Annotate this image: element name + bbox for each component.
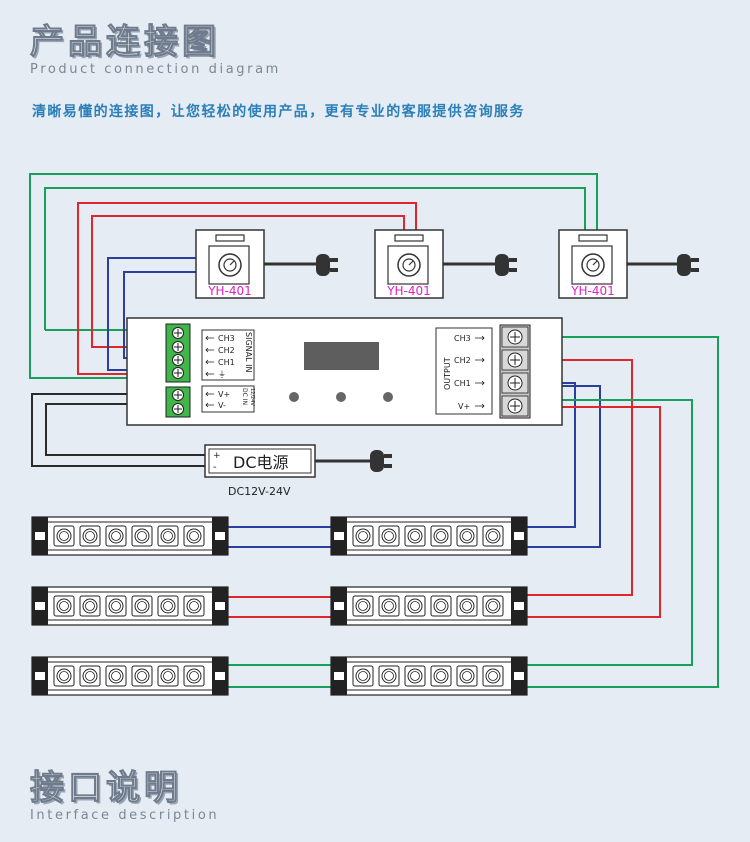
section-title-en: Interface description [30, 808, 220, 823]
led-strip-module [31, 516, 229, 556]
led-icon [352, 595, 374, 617]
display-screen [304, 342, 379, 370]
plug-icon [316, 254, 338, 276]
dc-in-label: DC IN [241, 388, 248, 405]
led-icon [157, 525, 179, 547]
led-icon [430, 525, 452, 547]
page-title-en: Product connection diagram [30, 62, 281, 77]
power-minus: - [213, 462, 217, 473]
led-icon [456, 595, 478, 617]
plug-icon [495, 254, 517, 276]
wire-out-red-1 [512, 359, 633, 596]
led-icon [105, 525, 127, 547]
output-pin-label: CH1 [454, 379, 471, 388]
footer-section: 接口说明 Interface description [29, 768, 220, 824]
led-icon [378, 525, 400, 547]
wire-out-green-1 [512, 336, 719, 688]
dimmer-label: YH-401 [570, 284, 615, 298]
led-icon [53, 595, 75, 617]
signal-pin-label: CH2 [218, 346, 235, 355]
output-terminal [499, 324, 531, 419]
wire-power-plus [31, 393, 205, 467]
plug-icon [370, 450, 392, 472]
dimmer-3: YH-401 [558, 229, 699, 299]
dimmer-2: YH-401 [374, 229, 517, 299]
plug-icon [677, 254, 699, 276]
led-icon [482, 525, 504, 547]
wire-green-dimmer3-ch3 [44, 187, 586, 330]
led-strip-module [31, 656, 229, 696]
led-strip-module [31, 586, 229, 626]
controller-button-1 [289, 392, 299, 402]
power-voltage: DC12V-24V [228, 485, 291, 498]
led-icon [157, 665, 179, 687]
led-icon [456, 665, 478, 687]
led-icon [105, 665, 127, 687]
led-icon [430, 595, 452, 617]
output-label: OUTPUT [443, 357, 452, 390]
led-icon [378, 665, 400, 687]
dimmer-1: YH-401 [195, 229, 338, 299]
controller-button-2 [336, 392, 346, 402]
led-icon [131, 595, 153, 617]
signal-pin-label: ⏚ [218, 370, 226, 379]
dc-in-sub: 12/24V [249, 388, 255, 406]
output-pin-label: CH2 [454, 356, 471, 365]
controller: CH3 CH2 CH1 ⏚ SIGNAL IN V+ V- DC IN 12/2… [126, 317, 563, 426]
led-icon [404, 595, 426, 617]
led-icon [378, 595, 400, 617]
dc-pin-label: V+ [218, 390, 230, 399]
controller-button-3 [383, 392, 393, 402]
led-icon [79, 525, 101, 547]
wire-red-dimmer2-gnd [77, 202, 417, 375]
led-icon [482, 665, 504, 687]
led-icon [157, 595, 179, 617]
led-icon [183, 665, 205, 687]
signal-pin-label: CH3 [218, 334, 235, 343]
section-title: 接口说明 [29, 768, 182, 809]
wire-red-dimmer2-ch2 [91, 215, 405, 348]
led-icon [183, 595, 205, 617]
page-subtitle: 清晰易懂的连接图，让您轻松的使用产品，更有专业的客服提供咨询服务 [32, 104, 525, 120]
led-icon [105, 595, 127, 617]
dc-pin-label: V- [218, 401, 226, 410]
wire-power-minus [45, 403, 205, 456]
led-strip-module [330, 516, 528, 556]
output-pin-label: CH3 [454, 334, 471, 343]
led-icon [352, 665, 374, 687]
led-icon [53, 665, 75, 687]
power-supply: + - DC电源 DC12V-24V [204, 444, 392, 498]
led-strip-module [330, 586, 528, 626]
led-icon [131, 665, 153, 687]
signal-pin-label: CH1 [218, 358, 235, 367]
dimmer-label: YH-401 [386, 284, 431, 298]
dimmer-label: YH-401 [207, 284, 252, 298]
wire-green-dimmer3-gnd [29, 173, 598, 379]
wire-out-red-2 [512, 406, 661, 618]
led-icon [430, 665, 452, 687]
power-label: DC电源 [233, 453, 289, 472]
led-icon [131, 525, 153, 547]
led-icon [482, 595, 504, 617]
led-icon [404, 525, 426, 547]
led-strip-module [330, 656, 528, 696]
led-icon [79, 665, 101, 687]
header-section: 产品连接图 Product connection diagram [30, 22, 281, 78]
led-icon [183, 525, 205, 547]
signal-in-label: SIGNAL IN [244, 332, 253, 372]
led-icon [53, 525, 75, 547]
page-title: 产品连接图 [30, 22, 220, 63]
led-icon [456, 525, 478, 547]
wire-out-green-2 [512, 399, 693, 666]
output-pin-label: V+ [458, 402, 470, 411]
power-plus: + [213, 451, 221, 461]
led-icon [404, 665, 426, 687]
led-icon [79, 595, 101, 617]
led-icon [352, 525, 374, 547]
